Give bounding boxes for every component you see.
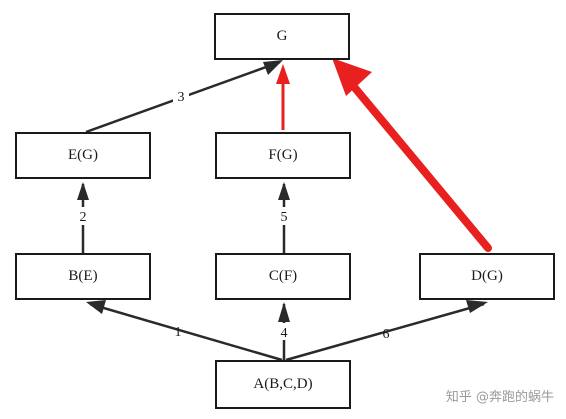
highlight-arrowhead-f-to-g xyxy=(276,64,290,84)
node-g: G xyxy=(214,13,350,60)
node-e-label: E(G) xyxy=(68,147,98,163)
node-b: B(E) xyxy=(15,253,151,300)
highlight-arrowhead-d-to-g xyxy=(332,58,372,96)
edge-label-a-to-b: 1 xyxy=(175,325,182,340)
node-a: A(B,C,D) xyxy=(215,360,351,409)
node-d: D(G) xyxy=(419,253,555,300)
edge-a-to-b xyxy=(89,302,283,362)
arrowhead-c-to-f xyxy=(278,182,290,200)
edge-label-e-to-g: 3 xyxy=(178,90,185,105)
node-f: F(G) xyxy=(215,132,351,179)
edge-label-a-to-d: 6 xyxy=(383,327,390,342)
node-f-label: F(G) xyxy=(268,147,298,163)
highlight-arrow-d-to-g xyxy=(351,84,492,252)
edge-label-b-to-e: 2 xyxy=(80,210,87,225)
arrowhead-a-to-b xyxy=(86,300,106,314)
arrowhead-e-to-g xyxy=(263,60,283,75)
node-c: C(F) xyxy=(215,253,351,300)
edge-label-a-to-c: 4 xyxy=(281,326,288,341)
node-a-label: A(B,C,D) xyxy=(253,376,313,392)
edge-label-c-to-f: 5 xyxy=(281,210,288,225)
node-b-label: B(E) xyxy=(68,268,98,284)
arrowhead-a-to-c xyxy=(278,302,290,322)
node-g-label: G xyxy=(276,28,288,44)
node-d-label: D(G) xyxy=(471,268,503,284)
edge-a-to-d xyxy=(285,302,485,362)
arrowhead-a-to-d xyxy=(466,300,488,313)
node-e: E(G) xyxy=(15,132,151,179)
arrowhead-b-to-e xyxy=(77,182,89,200)
watermark: 知乎 @奔跑的蜗牛 xyxy=(445,390,554,405)
node-c-label: C(F) xyxy=(268,268,298,284)
